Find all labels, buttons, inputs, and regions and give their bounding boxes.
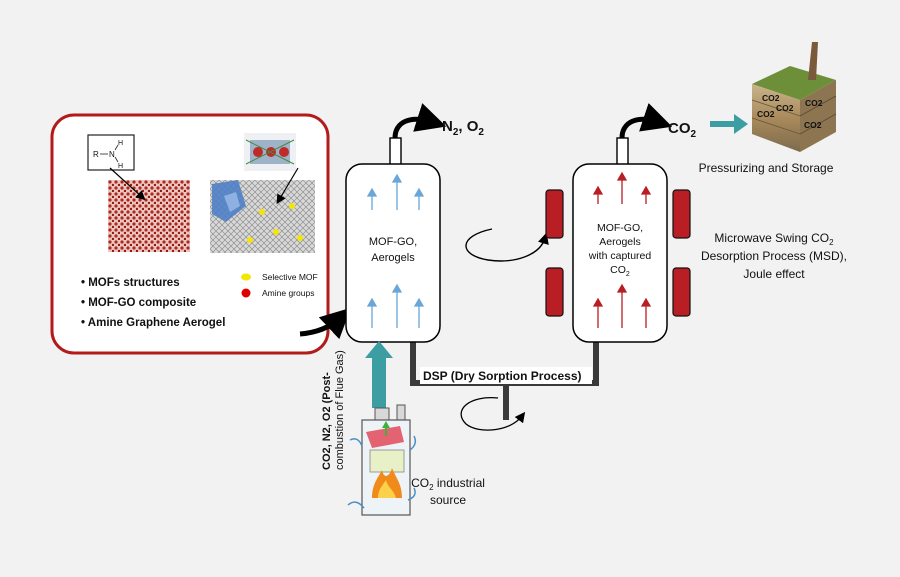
source-line1: CO2 industrial [411, 476, 485, 492]
adsorber-vessel: MOF-GO, Aerogels [345, 137, 441, 343]
dsp-rotation-arrow [460, 396, 526, 431]
dsp-label: DSP (Dry Sorption Process) [423, 369, 581, 383]
bullet-amine-graphene-aerogel: • Amine Graphene Aerogel [81, 317, 225, 329]
source-line2: source [430, 493, 466, 507]
desorber-label-line2: Aerogels [599, 236, 640, 248]
molecule-pointer-arrow [109, 167, 146, 201]
msd-line3: Joule effect [743, 267, 805, 281]
desorber-label-line3: with captured [588, 250, 652, 262]
desorber-label-line4: CO2 [610, 264, 630, 278]
amine-groups-swatch [241, 288, 251, 298]
flue-gas-label: CO2, N2, O2 (Post- combustion of Flue Ga… [321, 350, 346, 470]
desorber-vessel: MOF-GO, Aerogels with captured CO2 [572, 137, 668, 343]
desorber-flow-arrows [592, 171, 652, 328]
molecule-r: R [93, 150, 99, 159]
heater-right-top [672, 189, 691, 239]
graphene-aerogel-image [210, 180, 315, 253]
molecule-n: N [109, 150, 115, 159]
to-storage-arrow [710, 114, 748, 134]
desorber-body [572, 163, 668, 343]
molecule-h-bottom: H [118, 163, 123, 170]
storage-co2-4: CO2 [805, 98, 823, 108]
storage-co2-2: CO2 [776, 103, 794, 113]
tree-trunk-icon [808, 42, 818, 80]
storage-soil-cube: CO2 CO2 CO2 CO2 CO2 [751, 42, 837, 152]
selective-mof-swatch [241, 273, 251, 281]
bullet-mofs-structures: • MOFs structures [81, 277, 180, 289]
crystal-pointer-arrow [276, 167, 299, 205]
legend-amine-groups: Amine groups [262, 288, 314, 298]
storage-co2-3: CO2 [757, 109, 775, 119]
industrial-furnace [347, 404, 417, 516]
dsp-piping: DSP (Dry Sorption Process) [410, 342, 599, 420]
msd-line2: Desorption Process (MSD), [701, 249, 847, 263]
adsorber-label-line2: Aerogels [371, 252, 415, 264]
adsorber-exhaust-label: N2, O2 [442, 118, 484, 138]
mof-crystal-image [244, 133, 296, 171]
materials-legend: Selective MOF Amine groups [241, 272, 318, 298]
materials-panel: R N H H [50, 113, 330, 355]
amine-molecule-icon: R N H H [87, 134, 135, 171]
desorber-exhaust-label: CO2 [668, 120, 697, 140]
legend-selective-mof: Selective MOF [262, 272, 318, 282]
adsorber-label-line1: MOF-GO, [369, 236, 417, 248]
dsp-label-box [420, 367, 592, 384]
msd-line1: Microwave Swing CO2 [714, 231, 834, 247]
mof-structure-image [108, 180, 190, 252]
heater-left-top [545, 189, 564, 239]
storage-co2-5: CO2 [804, 120, 822, 130]
storage-co2-1: CO2 [762, 93, 780, 103]
transfer-rotation-arrow [465, 228, 549, 262]
heater-right-bottom [672, 267, 691, 317]
desorber-exhaust-arrow [619, 103, 673, 139]
adsorber-flow-arrows [366, 173, 425, 328]
storage-caption: Pressurizing and Storage [699, 161, 834, 175]
heater-left-bottom [545, 267, 564, 317]
desorber-label-line1: MOF-GO, [597, 222, 643, 234]
adsorber-body [345, 163, 441, 343]
flue-line1: CO2, N2, O2 (Post- [321, 372, 333, 470]
panel-to-adsorber-arrow [299, 307, 351, 340]
adsorber-exhaust-arrow [392, 103, 447, 139]
flue-line2: combustion of Flue Gas) [334, 350, 346, 470]
bullet-mof-go-composite: • MOF-GO composite [81, 297, 196, 309]
molecule-h-top: H [118, 140, 123, 147]
flue-gas-feed-arrow [365, 341, 393, 408]
